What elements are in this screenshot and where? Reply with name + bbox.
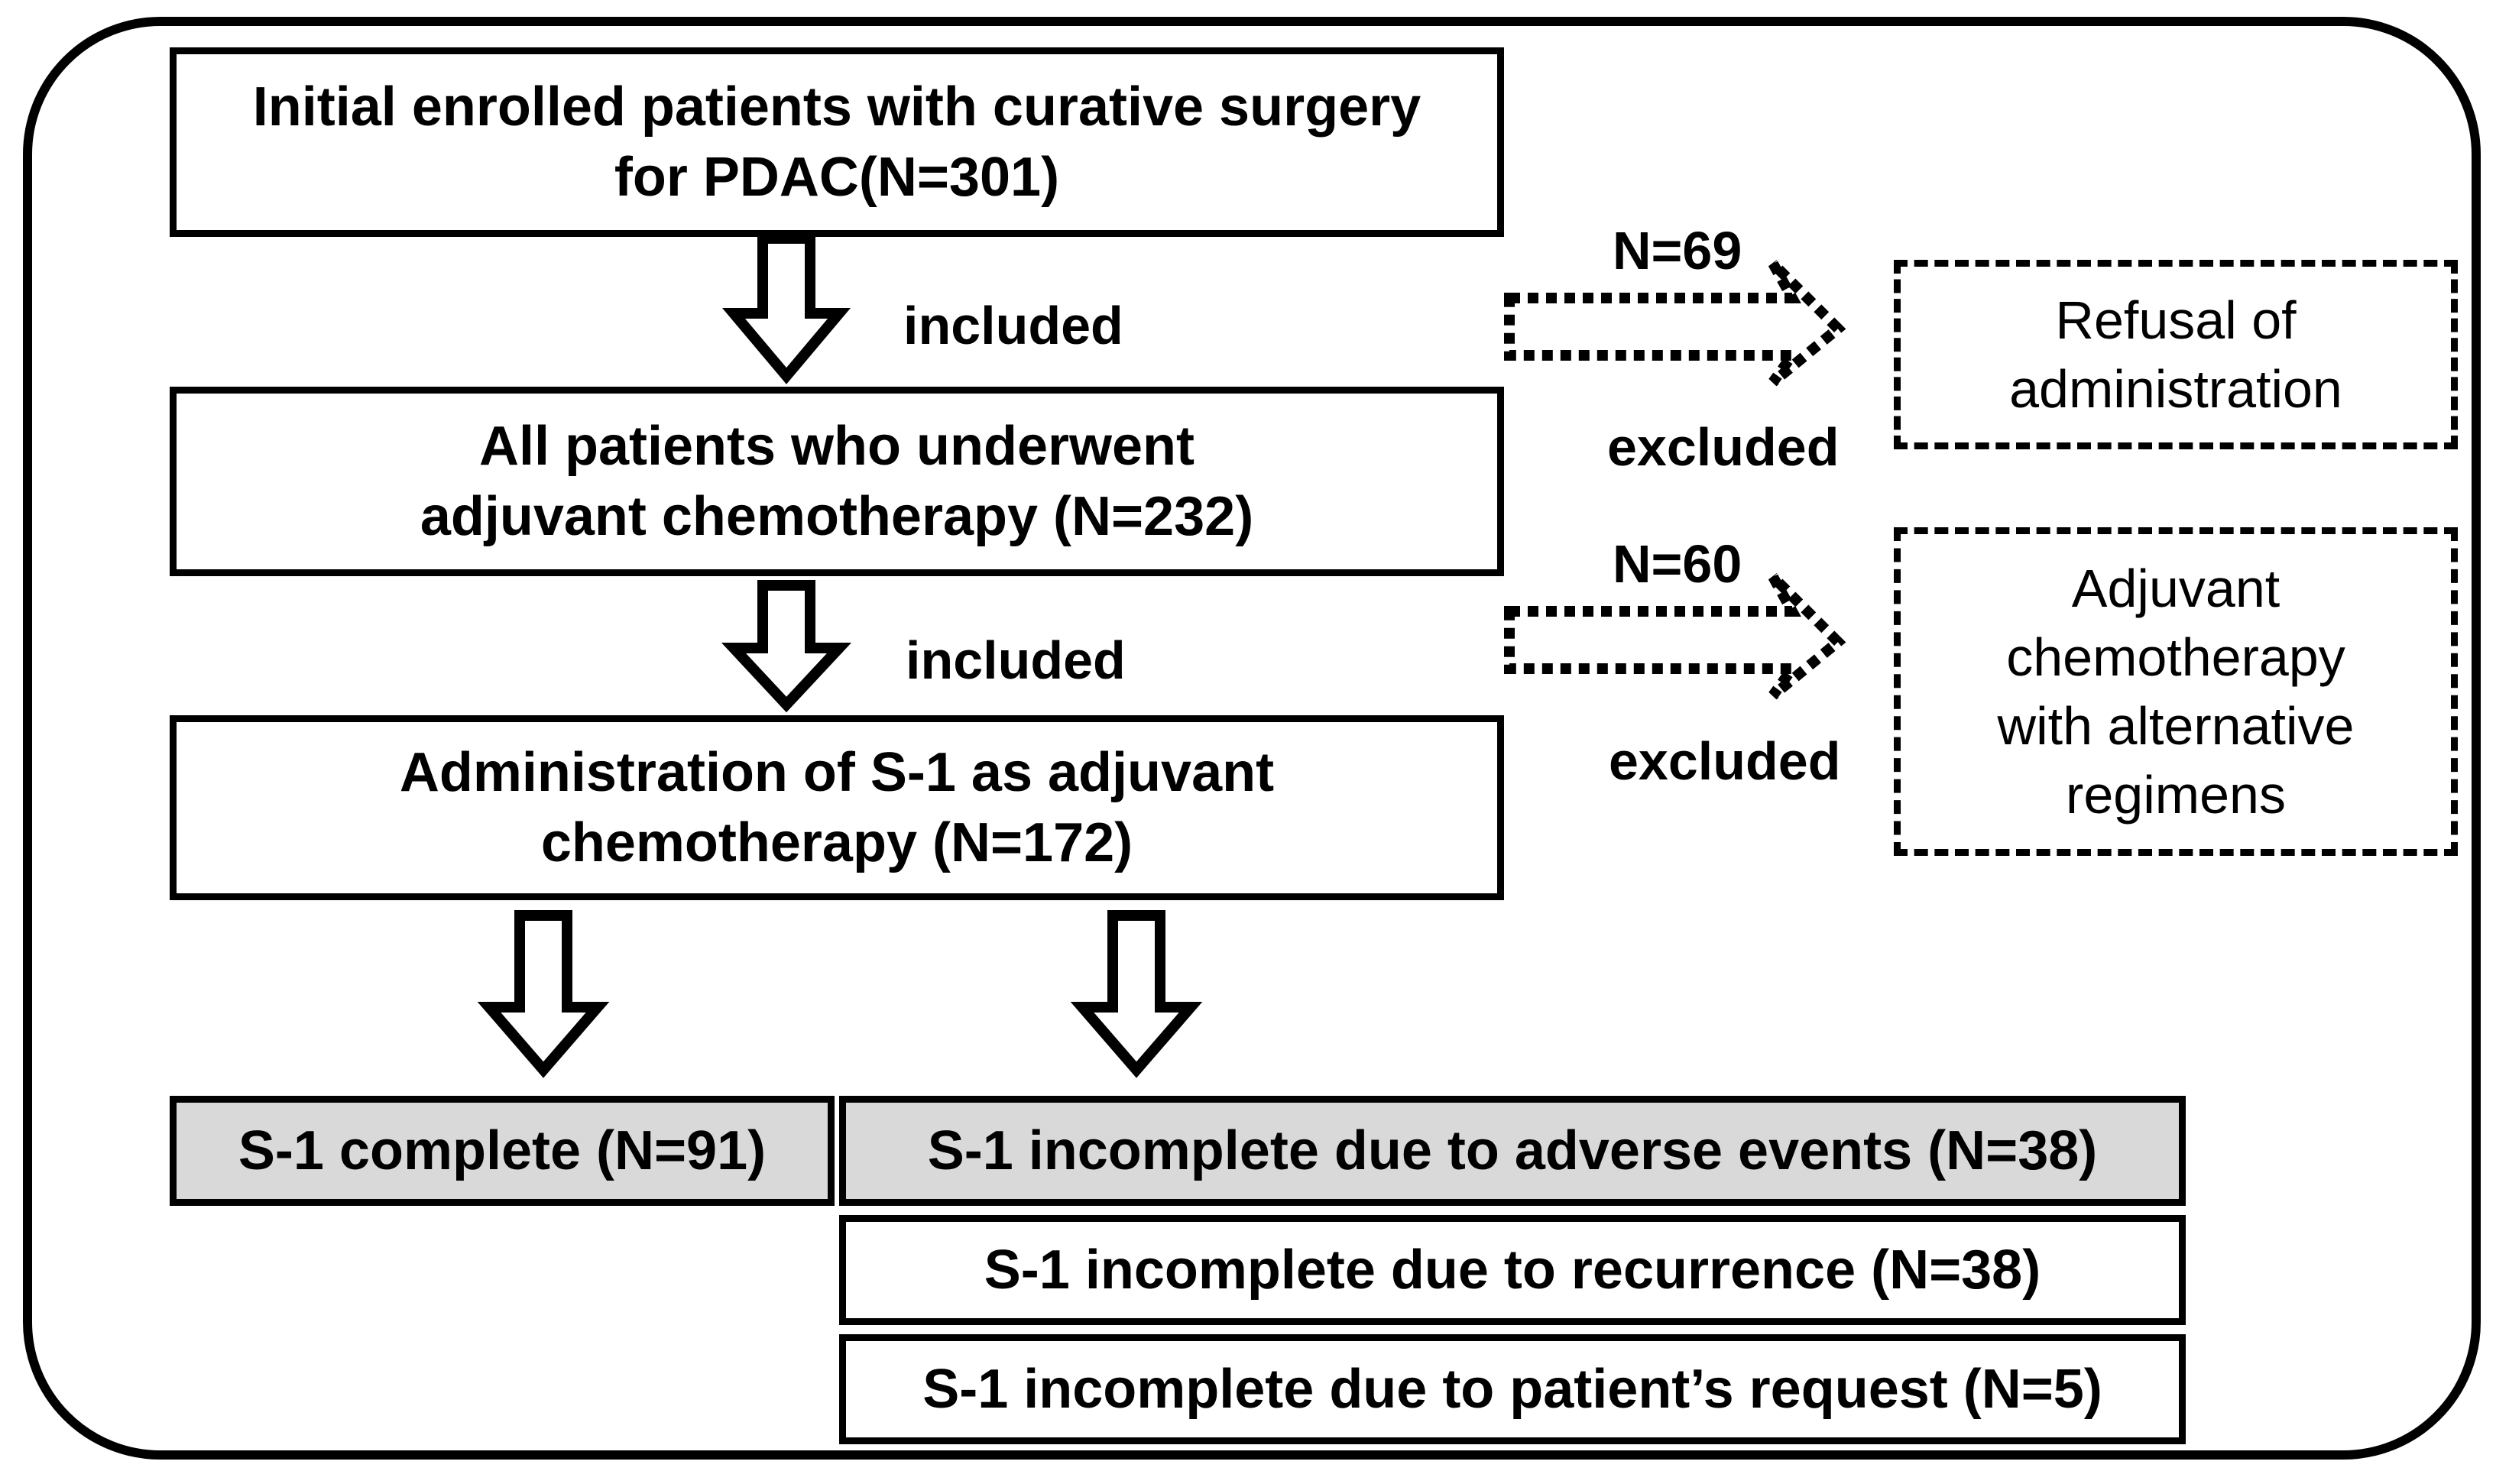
box-adjuvant-all-text: All patients who underwent adjuvant chem… <box>420 416 1254 547</box>
exclusion-reason-2: Adjuvant chemotherapy with alternative r… <box>1997 559 2355 825</box>
box-incomplete-request-text: S-1 incomplete due to patient’s request … <box>922 1359 2102 1420</box>
included-label-2: included <box>906 630 1126 690</box>
box-initial-enrolled-text: Initial enrolled patients with curative … <box>252 76 1421 208</box>
exclusion-label-1: excluded <box>1607 417 1840 477</box>
exclusion-count-1: N=69 <box>1613 221 1742 280</box>
included-label-1: included <box>903 296 1123 355</box>
dotted-arrow-exclusion-2 <box>1504 573 1846 700</box>
exclusion-reason-box-2: Adjuvant chemotherapy with alternative r… <box>1894 527 2458 856</box>
box-s1-administration: Administration of S-1 as adjuvant chemot… <box>170 715 1504 900</box>
exclusion-reason-1: Refusal of administration <box>2009 290 2342 419</box>
down-arrow-2 <box>721 580 852 713</box>
exclusion-label-2: excluded <box>1609 731 1841 791</box>
down-arrow-1 <box>721 233 851 384</box>
dotted-arrow-exclusion-1 <box>1504 260 1846 387</box>
box-s1-complete-text: S-1 complete (N=91) <box>238 1120 767 1181</box>
box-initial-enrolled: Initial enrolled patients with curative … <box>170 47 1504 237</box>
box-s1-complete: S-1 complete (N=91) <box>170 1096 835 1206</box>
box-incomplete-adverse-text: S-1 incomplete due to adverse events (N=… <box>927 1120 2098 1181</box>
box-incomplete-recurrence: S-1 incomplete due to recurrence (N=38) <box>839 1215 2186 1325</box>
box-incomplete-request: S-1 incomplete due to patient’s request … <box>839 1334 2186 1444</box>
down-arrow-incomplete <box>1070 910 1203 1078</box>
down-arrow-complete <box>477 910 610 1078</box>
outer-rounded-frame <box>23 17 2481 1460</box>
box-incomplete-recurrence-text: S-1 incomplete due to recurrence (N=38) <box>984 1239 2041 1301</box>
box-adjuvant-all: All patients who underwent adjuvant chem… <box>170 387 1504 576</box>
exclusion-count-2: N=60 <box>1613 534 1742 594</box>
box-s1-administration-text: Administration of S-1 as adjuvant chemot… <box>399 742 1275 873</box>
box-incomplete-adverse: S-1 incomplete due to adverse events (N=… <box>839 1096 2186 1206</box>
exclusion-reason-box-1: Refusal of administration <box>1894 260 2458 449</box>
